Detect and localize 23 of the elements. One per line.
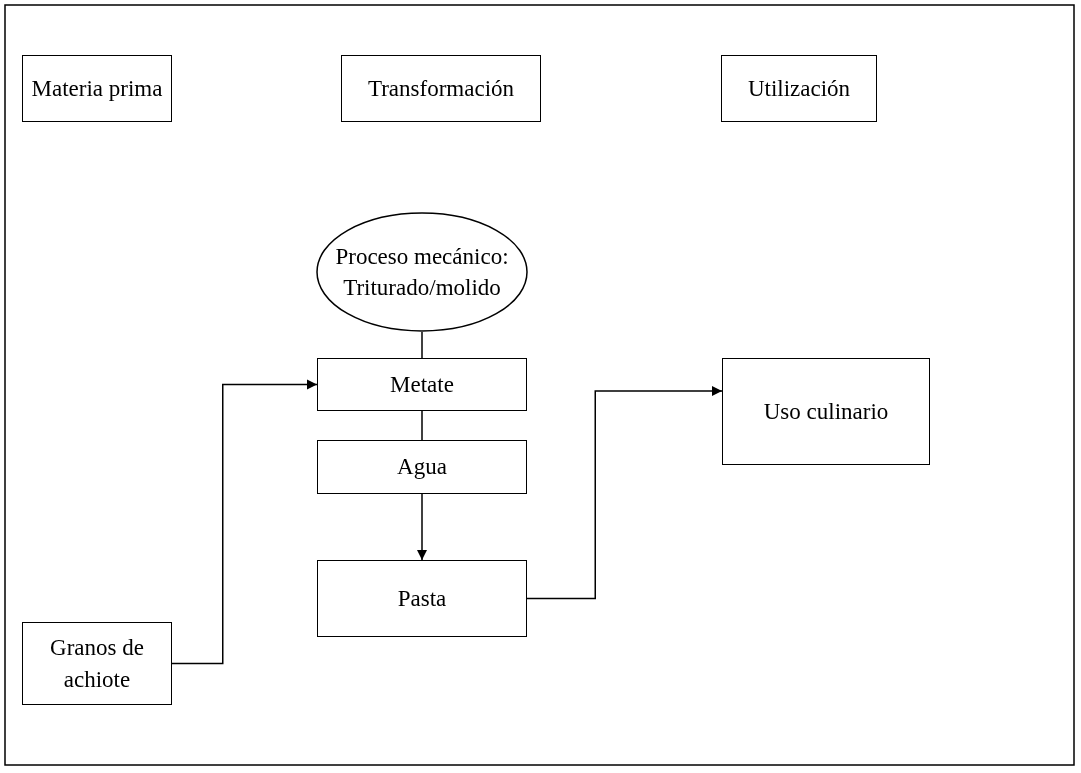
connector-line: [421, 410, 423, 441]
process-box: [317, 440, 527, 494]
node-label: Utilización: [747, 74, 851, 103]
process-ellipse: [316, 212, 528, 332]
process-box: [721, 55, 877, 122]
process-box: [341, 55, 541, 122]
process-box: [22, 55, 172, 122]
node-label: Agua: [397, 453, 447, 482]
connector-line: [421, 331, 423, 359]
process-box: [722, 358, 930, 465]
arrow: [171, 379, 318, 665]
arrow: [416, 493, 428, 561]
arrow: [526, 385, 723, 600]
process-box: [22, 622, 172, 705]
process-box: [317, 358, 527, 411]
node-label: Granos de achiote: [49, 634, 145, 694]
node-label: Transformación: [367, 74, 515, 103]
node-label: Metate: [390, 370, 454, 399]
process-box: [317, 560, 527, 637]
node-label: Proceso mecánico: Triturado/molido: [334, 242, 510, 302]
node-label: Uso culinario: [763, 397, 889, 426]
node-label: Pasta: [397, 584, 447, 613]
node-label: Materia prima: [31, 74, 163, 103]
